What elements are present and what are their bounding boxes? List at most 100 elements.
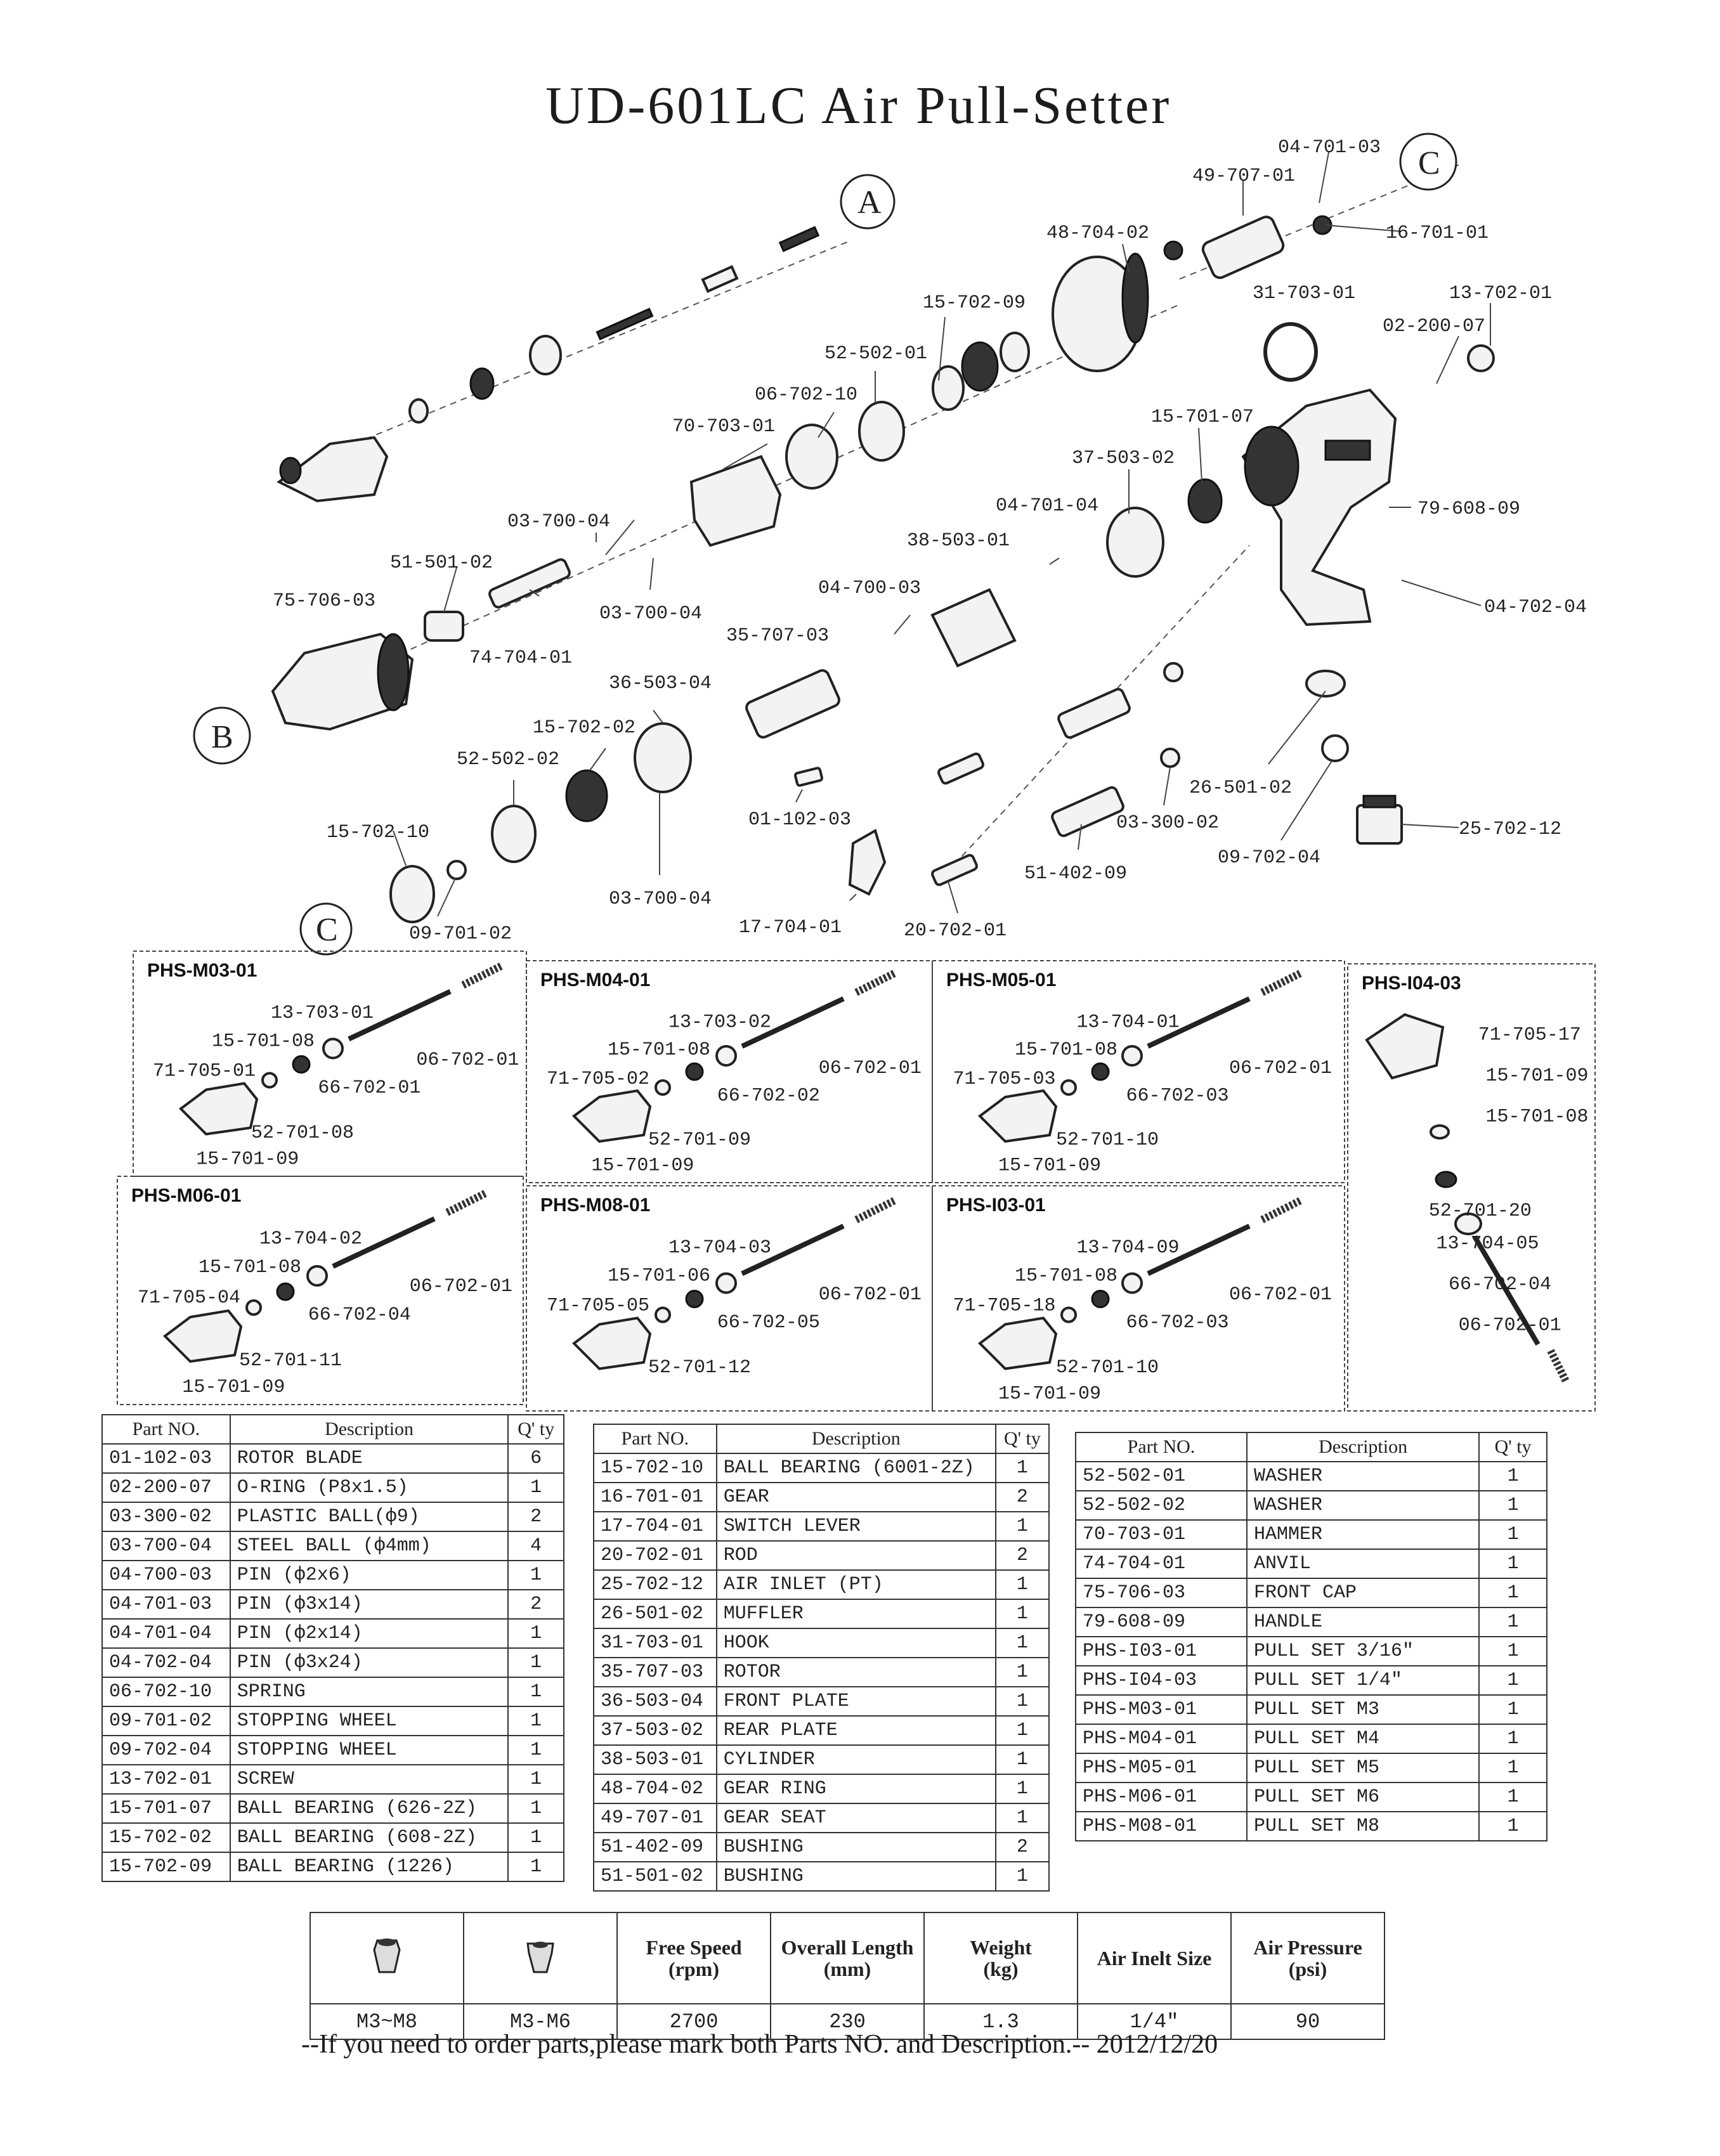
- description-cell: STEEL BALL (ф4mm): [229, 1531, 509, 1561]
- pull-set-part-label: 66-702-03: [1126, 1312, 1229, 1334]
- qty-cell: 2: [994, 1540, 1050, 1571]
- mandrel-icon: [1147, 996, 1251, 1049]
- pull-set-name: PHS-M05-01: [946, 970, 1056, 990]
- front-jaw-case: [701, 265, 739, 293]
- mandrel-icon: [332, 1216, 436, 1269]
- pull-set-part-label: 71-705-17: [1478, 1025, 1581, 1046]
- part-no-cell: 52-502-01: [1075, 1461, 1248, 1491]
- callout-c-upper-letter: C: [1418, 145, 1440, 181]
- part-no-cell: PHS-M05-01: [1075, 1753, 1248, 1783]
- rod-upper: [937, 752, 984, 785]
- part-no-cell: PHS-M03-01: [1075, 1694, 1248, 1725]
- spring-icon: [1547, 1349, 1570, 1384]
- front-spring: [778, 226, 820, 252]
- label-48-704-02: 48-704-02: [1046, 223, 1149, 244]
- part-no-cell: 51-501-02: [593, 1861, 717, 1892]
- part-no-cell: PHS-M08-01: [1075, 1811, 1248, 1841]
- plastic-ball-upper: [1163, 662, 1183, 682]
- description-cell: PULL SET M3: [1246, 1694, 1480, 1725]
- description-cell: ROD: [715, 1540, 996, 1571]
- handle-part: [1241, 344, 1495, 627]
- washer-icon: [1430, 1124, 1450, 1140]
- washer-icon: [1060, 1079, 1077, 1096]
- qty-cell: 1: [1478, 1782, 1547, 1812]
- weight-value: 1.3: [923, 2003, 1078, 2040]
- label-15-702-10: 15-702-10: [327, 822, 429, 843]
- qty-cell: 1: [1478, 1490, 1547, 1521]
- description-cell: SPRING: [229, 1677, 509, 1707]
- washer-icon: [1060, 1306, 1077, 1323]
- air-inlet-part: [1356, 795, 1403, 845]
- leader-lines: [393, 152, 1491, 917]
- pull-set-part-label: 66-702-04: [308, 1304, 411, 1326]
- pull-set-part-label: 52-701-08: [251, 1122, 354, 1144]
- pull-set-phs-m06-01: PHS-M06-0113-704-0215-701-0806-702-0171-…: [117, 1176, 524, 1405]
- description-cell: O-RING (P8x1.5): [229, 1472, 509, 1503]
- part-no-cell: 06-702-10: [101, 1677, 231, 1707]
- qty-cell: 1: [994, 1861, 1050, 1892]
- qty-cell: 1: [507, 1706, 564, 1736]
- spring-part: [785, 424, 838, 490]
- description-cell: PIN (ф3x14): [229, 1589, 509, 1620]
- mandrel-icon: [1147, 1223, 1251, 1276]
- part-no-cell: 70-703-01: [1075, 1519, 1248, 1550]
- inlet-header: Air Inelt Size: [1077, 1912, 1232, 2004]
- length-value: 230: [770, 2003, 925, 2040]
- front-plate: [634, 722, 692, 793]
- description-cell: FRONT PLATE: [715, 1686, 996, 1717]
- rotor-part: [745, 669, 840, 739]
- qty-cell: 1: [507, 1618, 564, 1649]
- bearing-02: [565, 769, 608, 822]
- collar-icon: [322, 1037, 344, 1060]
- qty-cell: 6: [507, 1443, 564, 1474]
- label-52-502-01: 52-502-01: [824, 343, 927, 365]
- qty-cell: 2: [507, 1589, 564, 1620]
- part-no-cell: 36-503-04: [593, 1686, 717, 1717]
- qty-cell: 1: [1478, 1811, 1547, 1841]
- pull-set-part-label: 15-701-06: [608, 1265, 710, 1287]
- pull-set-frame: [526, 1185, 933, 1412]
- part-no-cell: 04-701-03: [101, 1589, 231, 1620]
- description-cell: PULL SET 1/4": [1246, 1665, 1480, 1696]
- part-no-cell: 26-501-02: [593, 1599, 717, 1629]
- bearing-icon: [1435, 1171, 1457, 1188]
- length-header: Overall Length(mm): [770, 1912, 925, 2004]
- bearing-icon: [685, 1062, 704, 1081]
- bushing-upper: [1057, 687, 1131, 739]
- nosepiece-icon: [977, 1316, 1058, 1370]
- front-collar: [529, 335, 562, 375]
- qty-cell: 1: [994, 1686, 1050, 1717]
- pull-set-part-label: 06-702-01: [1229, 1058, 1332, 1079]
- description-cell: MUFFLER: [715, 1599, 996, 1629]
- weight-header: Weight(kg): [923, 1912, 1078, 2004]
- qty-cell: 1: [994, 1628, 1050, 1658]
- label-15-702-02: 15-702-02: [533, 717, 635, 739]
- pressure-header: Air Pressure(psi): [1230, 1912, 1385, 2004]
- bearing-icon: [685, 1290, 704, 1308]
- exploded-view-diagram: A B C C: [193, 133, 1587, 956]
- part-no-cell: 04-700-03: [101, 1560, 231, 1590]
- front-nose-piece: [277, 436, 389, 503]
- label-74-704-01: 74-704-01: [469, 647, 572, 669]
- pull-set-part-label: 52-701-10: [1056, 1357, 1159, 1379]
- description-cell: BALL BEARING (1226): [229, 1852, 509, 1882]
- label-79-608-09: 79-608-09: [1417, 498, 1520, 520]
- col-part-no: Part NO.: [1075, 1432, 1248, 1462]
- qty-cell: 1: [994, 1657, 1050, 1687]
- hook-part: [1263, 322, 1318, 382]
- label-04-702-04: 04-702-04: [1484, 597, 1587, 618]
- order-note: --If you need to order parts,please mark…: [301, 2030, 1218, 2059]
- part-no-cell: 79-608-09: [1075, 1607, 1248, 1637]
